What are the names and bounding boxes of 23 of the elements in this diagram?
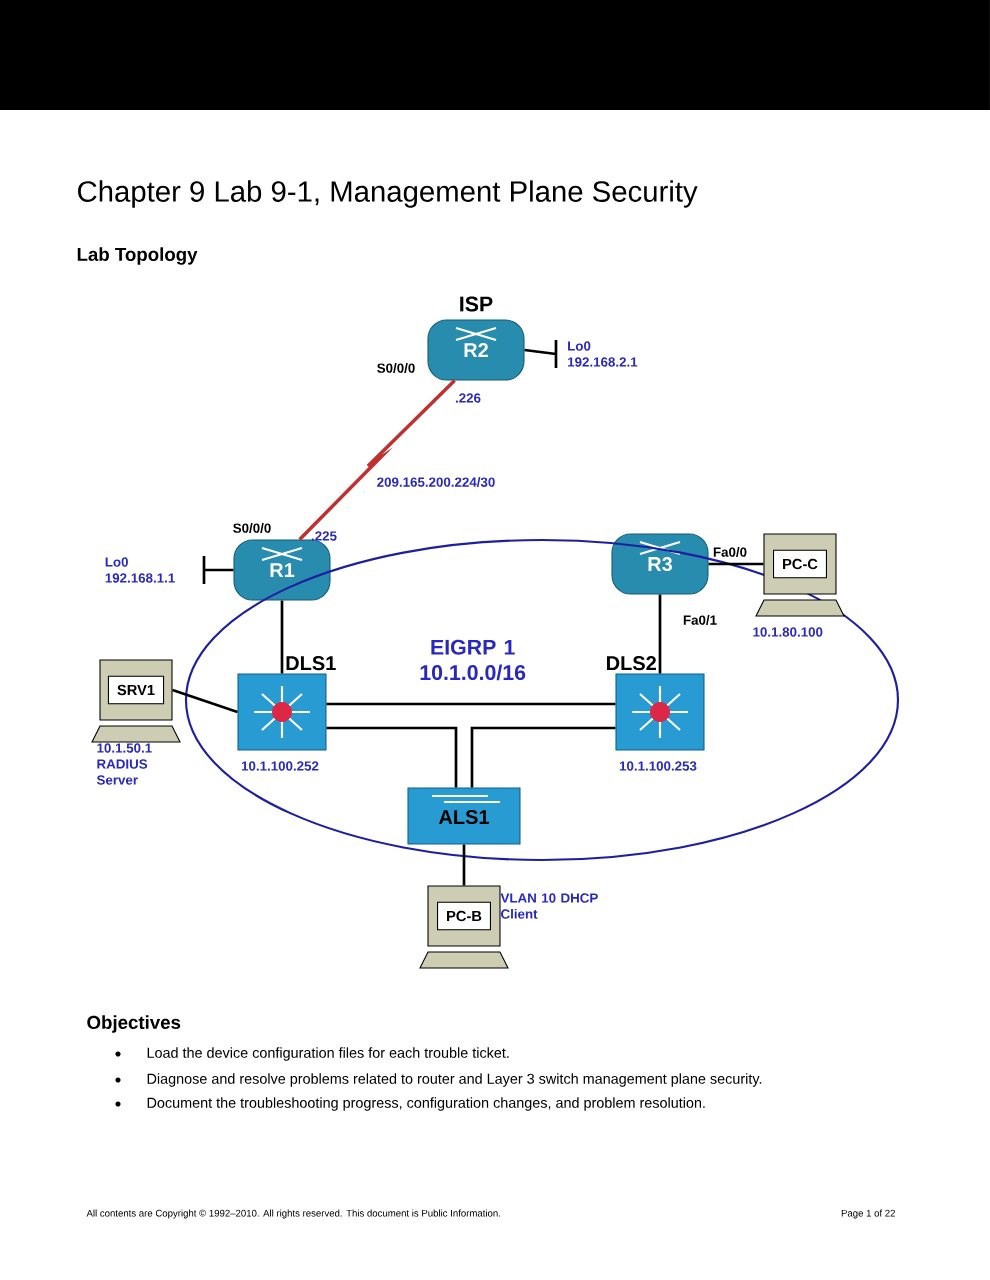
network-link bbox=[280, 600, 284, 674]
node-label: DLS2 bbox=[607, 656, 656, 671]
network-link bbox=[326, 702, 616, 706]
site-label: ISP bbox=[460, 296, 493, 312]
network-link bbox=[470, 726, 616, 788]
router: R3 bbox=[611, 533, 709, 595]
loopback-stub bbox=[202, 554, 235, 586]
multilayer-switch: DLS2 bbox=[607, 656, 705, 751]
network-link bbox=[708, 562, 764, 566]
section-heading: Objectives bbox=[87, 1015, 181, 1033]
multilayer-switch: DLS1 bbox=[237, 656, 336, 751]
access-switch: ALS1 bbox=[407, 787, 521, 845]
router: R2 bbox=[427, 319, 525, 381]
loopback-stub bbox=[523, 338, 558, 370]
node-label: DLS1 bbox=[286, 656, 336, 671]
page-title: Chapter 9 Lab 9-1, Management Plane Security bbox=[78, 180, 698, 208]
network-link bbox=[326, 726, 458, 788]
network-link bbox=[172, 688, 238, 714]
serial-link bbox=[298, 379, 456, 541]
network-link bbox=[462, 844, 466, 886]
network-link bbox=[658, 594, 662, 674]
section-heading: Lab Topology bbox=[77, 247, 198, 265]
router: R1 bbox=[233, 539, 331, 601]
